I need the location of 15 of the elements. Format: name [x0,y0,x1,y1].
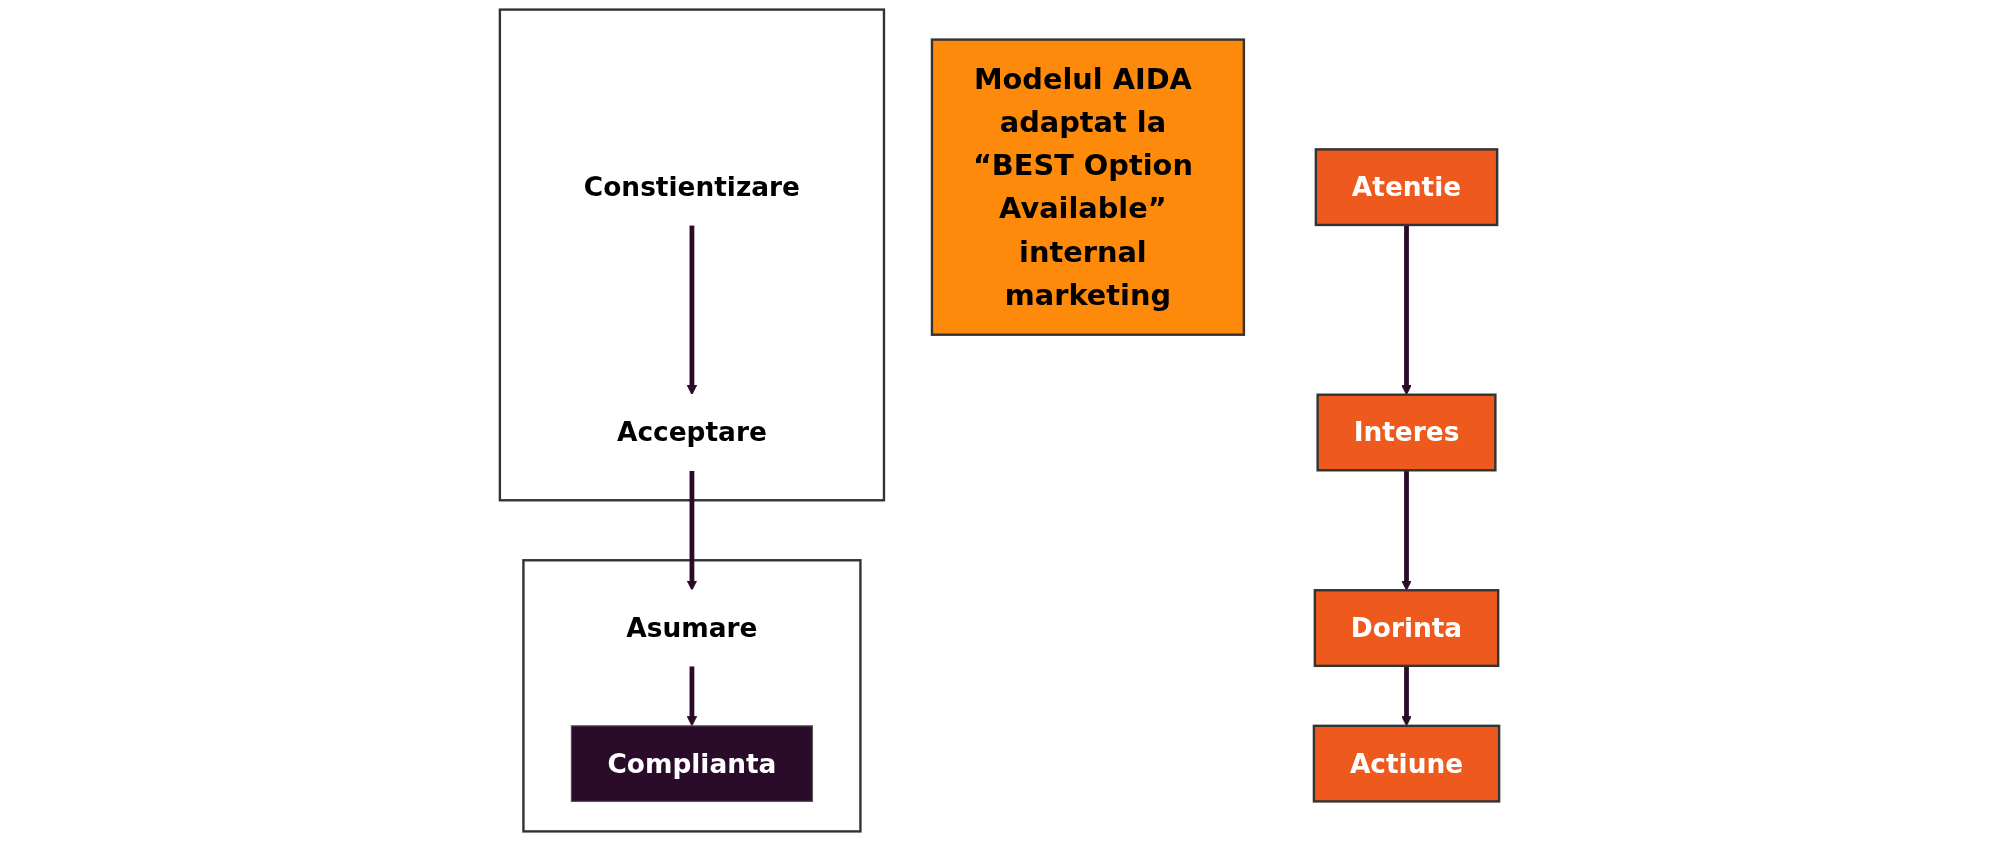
node-box: Atentie [1314,148,1499,227]
node-box: Interes [1316,393,1497,472]
node-box: Dorinta [1313,589,1500,668]
cluster [498,8,886,502]
cluster [522,559,862,833]
node-box: Actiune [1312,724,1501,803]
node-box: Modelul AIDA adaptat la “BEST Option Available” internal marketing [930,38,1246,336]
arrow [686,665,698,727]
arrow [686,224,698,396]
node-box: Complianta [570,725,814,802]
arrow [686,470,698,591]
node-text: Asumare [626,613,758,644]
node-text: Acceptare [616,417,767,448]
arrow [1401,470,1412,591]
node-text: Constientizare [583,172,800,203]
